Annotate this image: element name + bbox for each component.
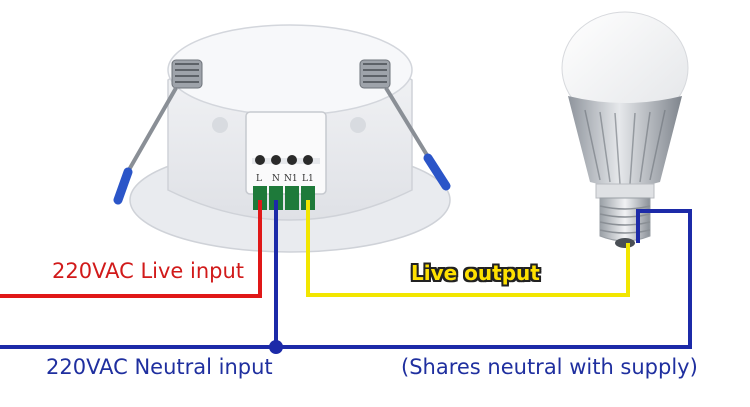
wire-neutral-input (0, 209, 692, 349)
neutral-junction-dot (269, 340, 283, 354)
spring-clip-left (113, 59, 203, 205)
label-live-output: Live output (411, 261, 540, 285)
terminal-label-n1: N1 (284, 174, 298, 184)
motion-sensor-device: L N N1 L1 (113, 24, 451, 253)
terminal-label-l: L (256, 174, 262, 184)
terminal-label-n: N (272, 174, 280, 184)
wire-live-input (0, 200, 262, 298)
light-bulb (561, 11, 689, 248)
label-live-input: 220VAC Live input (52, 259, 245, 283)
label-neutral-input: 220VAC Neutral input (46, 355, 273, 379)
wires (0, 200, 692, 354)
label-shares-neutral: (Shares neutral with supply) (401, 355, 698, 379)
wire-live-output (306, 200, 630, 297)
terminal-screws (255, 155, 313, 165)
terminal-label-l1: L1 (302, 174, 314, 184)
terminal-sockets (253, 186, 315, 210)
spring-clip-right (359, 59, 451, 191)
